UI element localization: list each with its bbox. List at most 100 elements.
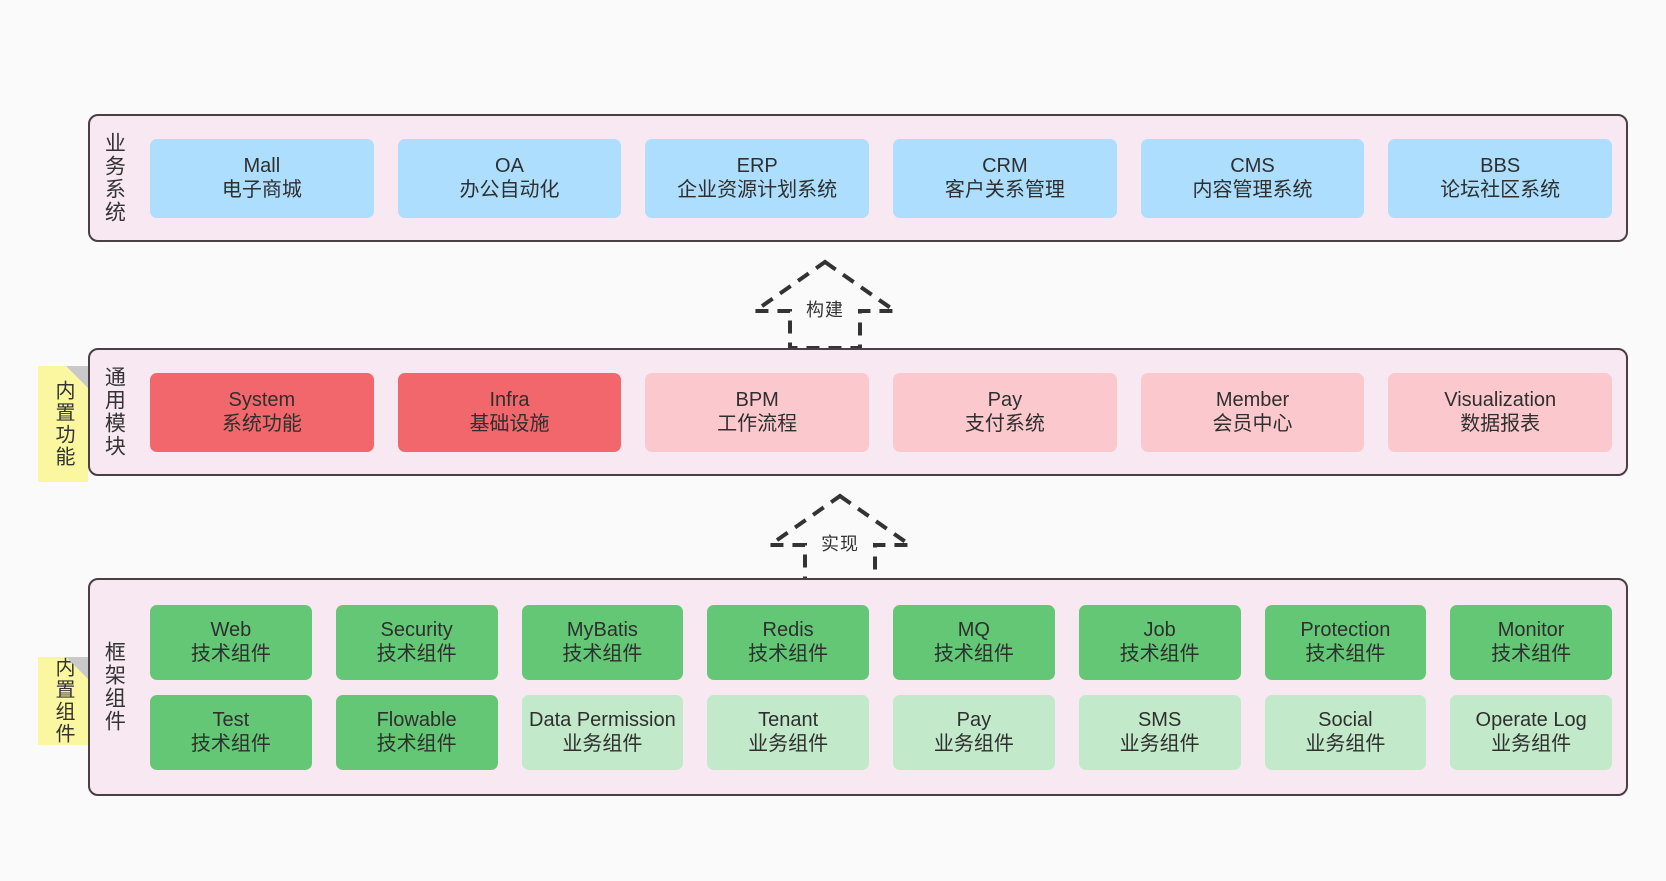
layer-common-modules[interactable]: 通用模块 System 系统功能 Infra 基础设施 BPM 工作流程 Pay… (88, 348, 1628, 476)
box-sms[interactable]: SMS 业务组件 (1078, 694, 1241, 770)
layer-framework-components[interactable]: 框架组件 Web 技术组件 Security 技术组件 MyBatis 技术组件… (88, 578, 1628, 796)
layer-common-row: System 系统功能 Infra 基础设施 BPM 工作流程 Pay 支付系统… (150, 372, 1613, 452)
box-test-cn: 技术组件 (190, 733, 271, 755)
box-redis-en: Redis (762, 618, 814, 641)
box-mq-cn: 技术组件 (933, 643, 1014, 665)
box-pay-module[interactable]: Pay 支付系统 (893, 372, 1117, 452)
box-system-cn: 系统功能 (221, 413, 302, 435)
box-infra[interactable]: Infra 基础设施 (397, 372, 622, 452)
box-security-cn: 技术组件 (376, 643, 457, 665)
box-visualization-en: Visualization (1444, 388, 1557, 411)
connector-implement: 实现 (763, 490, 917, 585)
box-crm-cn: 客户关系管理 (944, 179, 1065, 201)
box-sms-cn: 业务组件 (1119, 733, 1200, 755)
box-infra-cn: 基础设施 (469, 413, 550, 435)
box-visualization[interactable]: Visualization 数据报表 (1388, 372, 1613, 452)
box-cms[interactable]: CMS 内容管理系统 (1140, 138, 1365, 218)
box-monitor[interactable]: Monitor 技术组件 (1450, 604, 1612, 680)
box-oa-cn: 办公自动化 (459, 179, 560, 201)
box-bpm-en: BPM (735, 388, 779, 411)
box-erp[interactable]: ERP 企业资源计划系统 (645, 138, 870, 218)
box-protection-en: Protection (1300, 618, 1391, 641)
box-erp-cn: 企业资源计划系统 (677, 179, 838, 201)
box-system[interactable]: System 系统功能 (150, 372, 374, 452)
box-redis-cn: 技术组件 (748, 643, 829, 665)
note-builtin-features[interactable]: 内置功能 (38, 366, 88, 482)
box-system-en: System (228, 388, 296, 411)
box-pay-component-en: Pay (956, 708, 992, 731)
connector-implement-shape (763, 493, 917, 584)
box-member-cn: 会员中心 (1212, 413, 1293, 435)
connector-build: 构建 (748, 256, 902, 351)
box-oa-en: OA (495, 154, 524, 177)
box-flowable[interactable]: Flowable 技术组件 (335, 694, 498, 770)
box-pay-module-en: Pay (987, 388, 1023, 411)
layer-business-title: 业务系统 (102, 132, 126, 224)
box-mybatis-cn: 技术组件 (562, 643, 643, 665)
layer-business-body: Mall 电子商城 OA 办公自动化 ERP 企业资源计划系统 CRM 客户关系… (136, 116, 1626, 240)
layer-framework-row-business: Test 技术组件 Flowable 技术组件 Data Permission … (150, 694, 1612, 770)
note-builtin-components[interactable]: 内置组件 (38, 657, 88, 745)
note-builtin-components-label: 内置组件 (52, 657, 74, 745)
box-infra-en: Infra (489, 388, 530, 411)
box-crm[interactable]: CRM 客户关系管理 (893, 138, 1117, 218)
box-bbs[interactable]: BBS 论坛社区系统 (1388, 138, 1613, 218)
box-social-en: Social (1318, 708, 1373, 731)
box-data-permission-cn: 业务组件 (562, 733, 643, 755)
box-mq[interactable]: MQ 技术组件 (893, 604, 1055, 680)
box-web[interactable]: Web 技术组件 (150, 604, 312, 680)
layer-framework-body: Web 技术组件 Security 技术组件 MyBatis 技术组件 Redi… (136, 580, 1626, 794)
box-social-cn: 业务组件 (1305, 733, 1386, 755)
box-crm-en: CRM (982, 154, 1028, 177)
box-visualization-cn: 数据报表 (1460, 413, 1541, 435)
box-pay-module-cn: 支付系统 (964, 413, 1045, 435)
note-fold-corner-icon (66, 366, 88, 388)
box-operate-log[interactable]: Operate Log 业务组件 (1450, 694, 1612, 770)
box-data-permission[interactable]: Data Permission 业务组件 (521, 694, 684, 770)
note-fold-corner-icon (66, 657, 88, 679)
box-pay-component[interactable]: Pay 业务组件 (893, 694, 1055, 770)
box-tenant-en: Tenant (758, 708, 819, 731)
box-monitor-cn: 技术组件 (1491, 643, 1572, 665)
box-pay-component-cn: 业务组件 (933, 733, 1014, 755)
box-job-cn: 技术组件 (1119, 643, 1200, 665)
box-redis[interactable]: Redis 技术组件 (707, 604, 869, 680)
layer-framework-title: 框架组件 (102, 641, 126, 733)
box-cms-en: CMS (1230, 154, 1275, 177)
box-mall-cn: 电子商城 (221, 179, 302, 201)
box-bbs-cn: 论坛社区系统 (1440, 179, 1561, 201)
box-mybatis[interactable]: MyBatis 技术组件 (521, 604, 684, 680)
box-security-en: Security (380, 618, 453, 641)
layer-business-row: Mall 电子商城 OA 办公自动化 ERP 企业资源计划系统 CRM 客户关系… (150, 138, 1613, 218)
box-social[interactable]: Social 业务组件 (1264, 694, 1427, 770)
box-member[interactable]: Member 会员中心 (1140, 372, 1365, 452)
box-tenant[interactable]: Tenant 业务组件 (707, 694, 869, 770)
box-mall-en: Mall (243, 154, 281, 177)
box-protection[interactable]: Protection 技术组件 (1264, 604, 1427, 680)
layer-common-title: 通用模块 (102, 366, 126, 458)
box-tenant-cn: 业务组件 (748, 733, 829, 755)
box-member-en: Member (1215, 388, 1290, 411)
box-operate-log-cn: 业务组件 (1491, 733, 1572, 755)
box-security[interactable]: Security 技术组件 (335, 604, 498, 680)
box-web-en: Web (210, 618, 252, 641)
box-oa[interactable]: OA 办公自动化 (397, 138, 622, 218)
box-bpm[interactable]: BPM 工作流程 (645, 372, 870, 452)
box-mybatis-en: MyBatis (566, 618, 638, 641)
box-sms-en: SMS (1137, 708, 1182, 731)
box-flowable-cn: 技术组件 (376, 733, 457, 755)
box-bbs-en: BBS (1480, 154, 1521, 177)
note-builtin-features-label: 内置功能 (52, 380, 74, 468)
box-test[interactable]: Test 技术组件 (150, 694, 312, 770)
box-monitor-en: Monitor (1497, 618, 1565, 641)
box-mall[interactable]: Mall 电子商城 (150, 138, 374, 218)
layer-business-systems[interactable]: 业务系统 Mall 电子商城 OA 办公自动化 ERP 企业资源计划系统 CRM… (88, 114, 1628, 242)
box-bpm-cn: 工作流程 (717, 413, 798, 435)
box-job[interactable]: Job 技术组件 (1078, 604, 1241, 680)
box-data-permission-en: Data Permission (529, 708, 676, 731)
box-protection-cn: 技术组件 (1305, 643, 1386, 665)
box-web-cn: 技术组件 (190, 643, 271, 665)
box-mq-en: MQ (957, 618, 990, 641)
connector-build-shape (748, 259, 902, 350)
